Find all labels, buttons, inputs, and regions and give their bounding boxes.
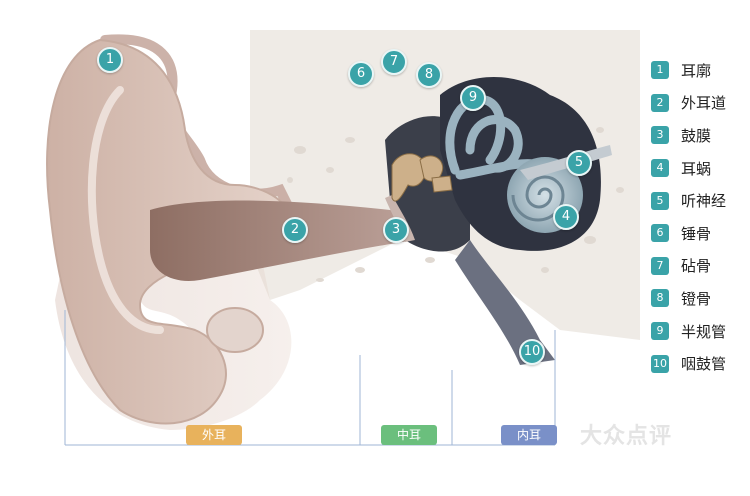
- legend-label: 砧骨: [681, 257, 712, 276]
- legend-label: 鼓膜: [681, 126, 712, 145]
- section-middle-ear: 中耳: [381, 425, 437, 445]
- legend-item: 6 锤骨: [651, 217, 726, 250]
- legend-item: 5 听神经: [651, 184, 726, 217]
- legend-label: 耳蜗: [681, 159, 712, 178]
- legend-item: 7 砧骨: [651, 250, 726, 283]
- legend-number: 4: [651, 159, 669, 178]
- legend-number: 2: [651, 93, 669, 112]
- legend-label: 半规管: [681, 322, 727, 341]
- legend-item: 1 耳廓: [651, 54, 726, 87]
- legend-number: 8: [651, 289, 669, 308]
- callout-4: 4: [553, 204, 579, 230]
- legend-item: 9 半规管: [651, 315, 726, 348]
- watermark: 大众点评: [580, 424, 673, 449]
- legend-item: 4 耳蜗: [651, 152, 726, 185]
- callout-9: 9: [460, 85, 486, 111]
- pinna-inner-fold: [87, 86, 164, 334]
- callout-10: 10: [519, 339, 545, 365]
- legend-number: 1: [651, 61, 669, 80]
- legend-item: 3 鼓膜: [651, 119, 726, 152]
- legend-label: 咽鼓管: [681, 355, 727, 374]
- callout-3: 3: [383, 217, 409, 243]
- legend-number: 9: [651, 322, 669, 341]
- legend-label: 听神经: [681, 192, 727, 211]
- earlobe-hole: [206, 307, 264, 353]
- callout-7: 7: [381, 49, 407, 75]
- legend-number: 5: [651, 191, 669, 210]
- legend-label: 镫骨: [681, 289, 712, 308]
- legend-item: 10 咽鼓管: [651, 347, 726, 380]
- legend-label: 耳廓: [681, 61, 712, 80]
- eustachian-tube: [455, 240, 555, 365]
- legend-item: 8 镫骨: [651, 282, 726, 315]
- section-inner-ear: 内耳: [501, 425, 557, 445]
- callout-6: 6: [348, 61, 374, 87]
- legend-number: 10: [651, 354, 669, 373]
- section-outer-ear: 外耳: [186, 425, 242, 445]
- legend-item: 2 外耳道: [651, 87, 726, 120]
- callout-2: 2: [282, 217, 308, 243]
- callout-8: 8: [416, 62, 442, 88]
- legend-number: 7: [651, 256, 669, 275]
- legend-label: 外耳道: [681, 94, 727, 113]
- cochlea-spiral: [511, 175, 565, 222]
- ossicles: [391, 153, 453, 202]
- legend-label: 锤骨: [681, 224, 712, 243]
- legend: 1 耳廓 2 外耳道 3 鼓膜 4 耳蜗 5 听神经 6 锤骨 7 砧骨 8 镫骨 9 半规管 10 咽鼓管: [651, 54, 726, 380]
- ear-canal: [150, 200, 415, 281]
- callout-1: 1: [97, 47, 123, 73]
- legend-number: 6: [651, 224, 669, 243]
- callout-5: 5: [566, 150, 592, 176]
- legend-number: 3: [651, 126, 669, 145]
